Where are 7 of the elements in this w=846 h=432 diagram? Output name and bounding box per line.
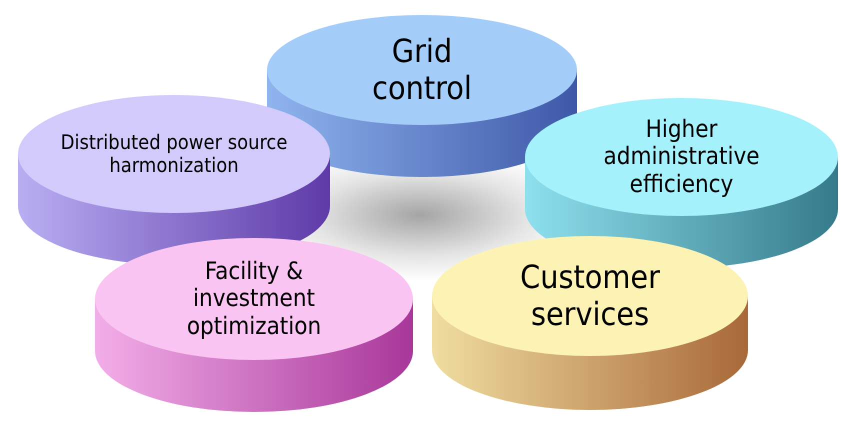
disc-label: Facility & investment optimization <box>186 258 322 340</box>
disc-shape <box>95 238 413 412</box>
disc-shape <box>432 236 748 410</box>
disc-label: Grid control <box>371 33 473 107</box>
disc-label: Distributed power source harmonization <box>60 131 288 177</box>
disc-label: Higher administrative efficiency <box>602 116 760 198</box>
disc-label: Customer services <box>519 259 661 333</box>
